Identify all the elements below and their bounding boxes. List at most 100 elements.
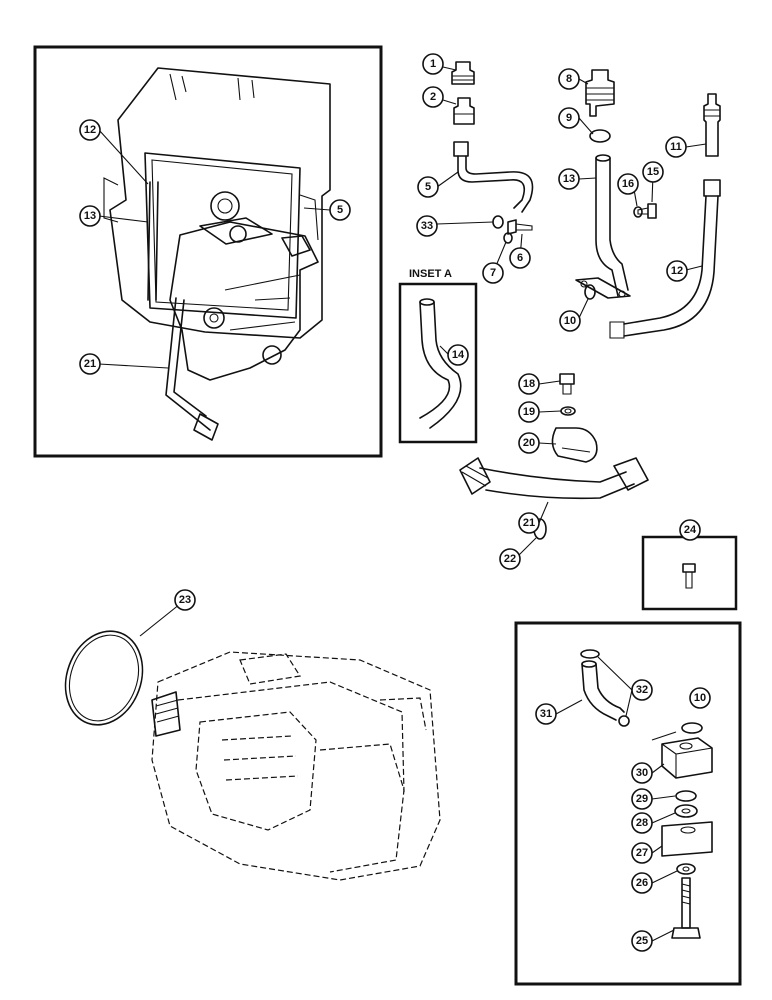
callout-25: 25: [631, 930, 653, 952]
svg-text:22: 22: [504, 553, 516, 565]
part-10-oring-b: [681, 722, 703, 734]
callout-15: 15: [642, 161, 664, 183]
svg-text:30: 30: [636, 767, 648, 779]
svg-text:12: 12: [671, 265, 683, 277]
callout-13-exploded: 13: [558, 168, 580, 190]
svg-text:14: 14: [452, 349, 465, 361]
svg-text:20: 20: [523, 437, 535, 449]
pipe-13-installed: [147, 181, 159, 301]
svg-text:32: 32: [636, 684, 648, 696]
transmission-housing: [103, 67, 331, 339]
part-26-washer: [676, 863, 696, 875]
svg-text:7: 7: [490, 267, 496, 279]
part-29-oring: [675, 790, 697, 802]
svg-text:5: 5: [425, 181, 431, 193]
svg-text:21: 21: [84, 358, 96, 370]
part-18-bolt: [559, 373, 575, 395]
callout-20: 20: [518, 432, 540, 454]
callout-10-lower: 10: [689, 687, 711, 709]
callout-21-installed: 21: [79, 353, 101, 375]
part-30-block: [661, 737, 713, 779]
svg-text:28: 28: [636, 817, 648, 829]
part-20-clamp: [551, 427, 598, 463]
callout-30: 30: [631, 762, 653, 784]
part-19-washer: [560, 406, 576, 416]
part-28-washer: [674, 804, 698, 818]
part-1-fitting: [451, 61, 475, 85]
callout-18: 18: [518, 373, 540, 395]
svg-text:10: 10: [564, 315, 576, 327]
callout-19: 19: [518, 401, 540, 423]
hydraulic-pump: [169, 217, 319, 381]
svg-text:5: 5: [337, 204, 343, 216]
svg-text:19: 19: [523, 406, 535, 418]
part-33-oring: [492, 215, 504, 229]
part-24-bolt: [682, 563, 696, 589]
part-25-bolt: [671, 877, 701, 939]
callout-14: 14: [447, 344, 469, 366]
part-7-washer: [503, 232, 513, 244]
svg-text:16: 16: [622, 178, 634, 190]
callout-32: 32: [631, 679, 653, 701]
inset-a-frame: [398, 282, 478, 444]
part-24-frame: [641, 535, 738, 611]
part-15-bolt: [637, 203, 657, 219]
callout-5-exploded: 5: [417, 176, 439, 198]
callout-9: 9: [558, 107, 580, 129]
leader-lines: [98, 66, 707, 942]
svg-text:26: 26: [636, 877, 648, 889]
inset-a-label: INSET A: [409, 268, 452, 280]
svg-text:31: 31: [540, 708, 552, 720]
callout-28: 28: [631, 812, 653, 834]
part-23-oring: [64, 630, 144, 726]
svg-text:21: 21: [523, 517, 535, 529]
svg-text:10: 10: [694, 692, 706, 704]
part-13-pipe: [575, 154, 631, 299]
svg-text:33: 33: [421, 220, 433, 232]
callout-16: 16: [617, 173, 639, 195]
callout-13-installed: 13: [79, 205, 101, 227]
part-6-bolt: [507, 219, 533, 235]
svg-text:13: 13: [84, 210, 96, 222]
callout-33: 33: [416, 215, 438, 237]
callout-8: 8: [558, 68, 580, 90]
svg-text:8: 8: [566, 73, 572, 85]
svg-text:23: 23: [179, 594, 191, 606]
callout-23: 23: [174, 589, 196, 611]
svg-text:9: 9: [566, 112, 572, 124]
svg-text:12: 12: [84, 124, 96, 136]
pipe-21-installed: [165, 297, 219, 441]
part-2-fitting: [453, 97, 475, 125]
svg-text:11: 11: [670, 141, 682, 153]
svg-text:1: 1: [430, 58, 436, 70]
part-16-washer: [633, 206, 643, 218]
svg-text:6: 6: [517, 252, 523, 264]
callout-31: 31: [535, 703, 557, 725]
callout-7: 7: [482, 262, 504, 284]
callout-27: 27: [631, 842, 653, 864]
svg-text:25: 25: [636, 935, 648, 947]
callout-10-upper: 10: [559, 310, 581, 332]
callout-21-exploded: 21: [518, 512, 540, 534]
callout-12-installed: 12: [79, 119, 101, 141]
part-31-tube: [581, 660, 625, 721]
callout-24: 24: [679, 519, 701, 541]
part-11-adapter: [703, 93, 721, 157]
part-12-hose: [609, 179, 721, 339]
part-8-connector: [585, 69, 615, 117]
part-27-body: [661, 821, 713, 857]
callout-5-installed: 5: [329, 199, 351, 221]
part-14-pipe: [419, 298, 462, 429]
svg-text:13: 13: [563, 173, 575, 185]
part-10-oring-a: [584, 284, 596, 300]
svg-text:29: 29: [636, 793, 648, 805]
callout-11: 11: [665, 136, 687, 158]
svg-text:2: 2: [430, 91, 436, 103]
callout-6: 6: [509, 247, 531, 269]
svg-text:15: 15: [647, 166, 659, 178]
part-9-oring: [589, 129, 611, 143]
svg-text:18: 18: [523, 378, 535, 390]
svg-text:24: 24: [684, 524, 697, 536]
part-5-tube: [453, 141, 534, 213]
